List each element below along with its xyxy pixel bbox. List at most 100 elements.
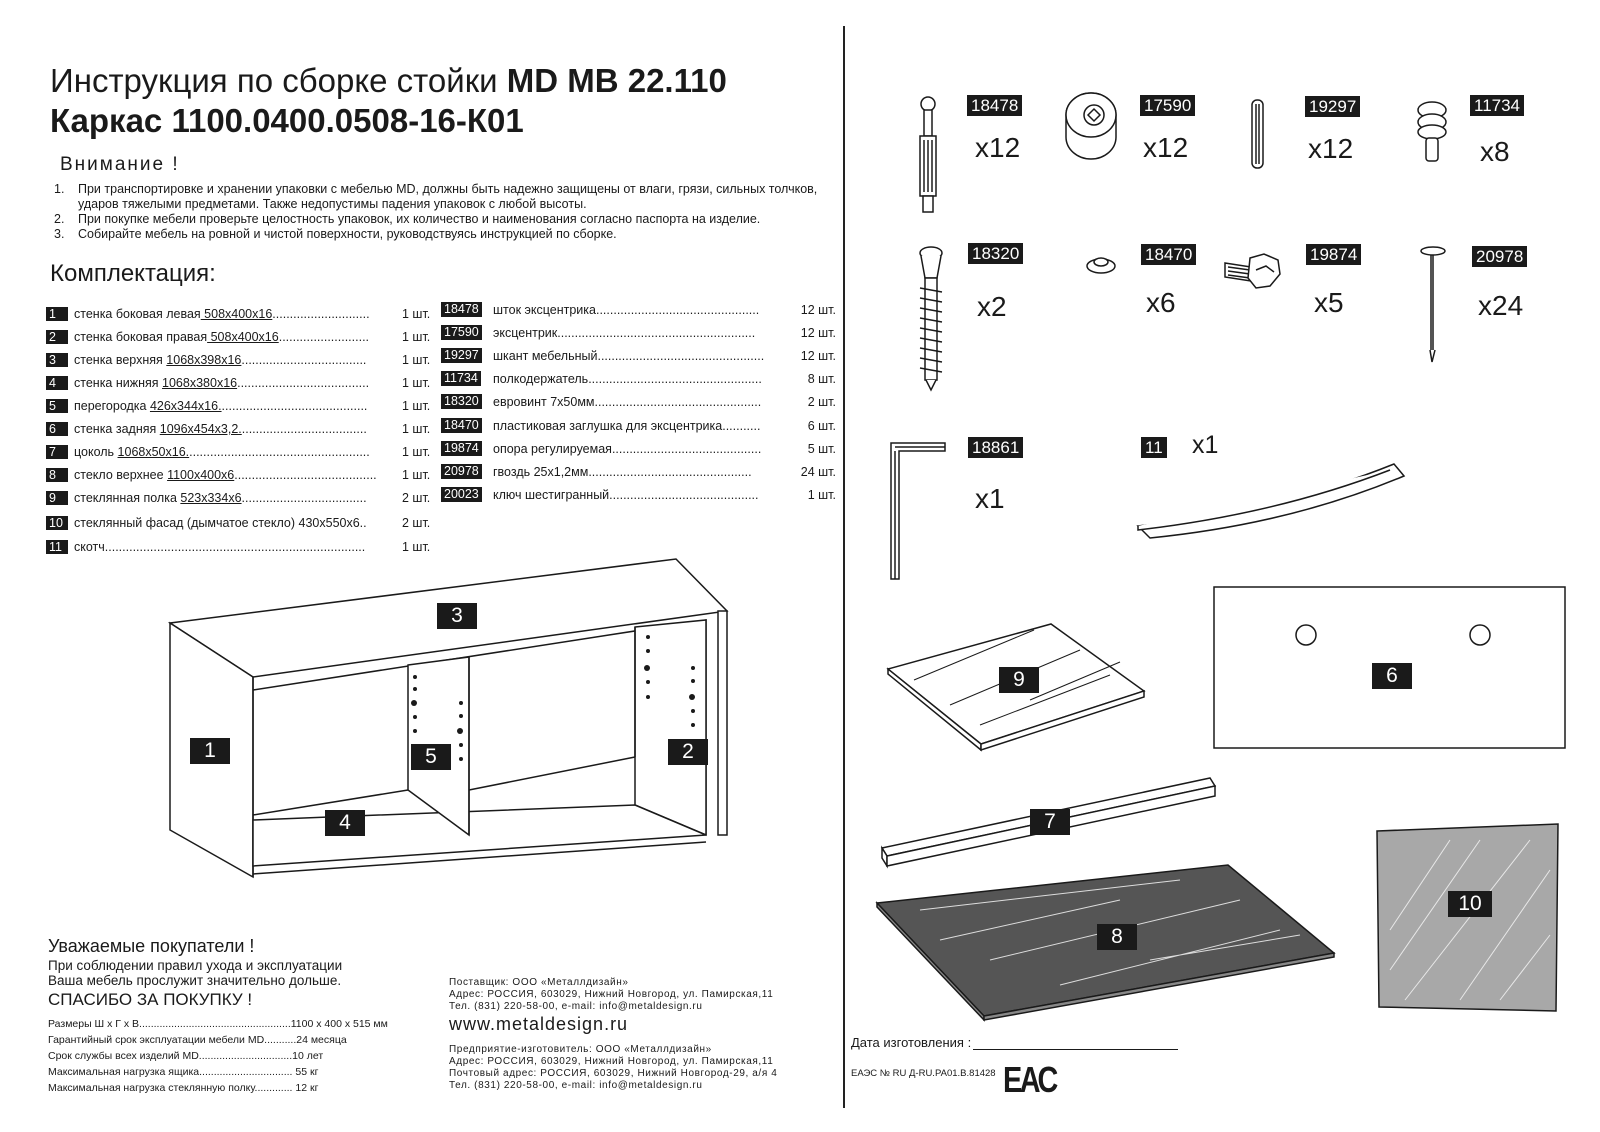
- panel-quantity: 1 шт.: [402, 399, 431, 413]
- hardware-icon-code: 18320: [968, 243, 1024, 264]
- tape-icon: [1136, 463, 1406, 539]
- certification-number: ЕАЭС № RU Д-RU.РА01.В.81428: [851, 1068, 996, 1079]
- hardware-description: эксцентрик..............................…: [493, 324, 778, 342]
- manufacturer-contact: Тел. (831) 220-58-00, e-mail: info@metal…: [449, 1080, 703, 1091]
- part-label-6: 6: [1372, 663, 1412, 689]
- title-line-1: Инструкция по сборке стойки MD MB 22.110: [50, 62, 727, 99]
- panel-name: стенка нижняя: [74, 376, 163, 390]
- manufacturer-line: Предприятие-изготовитель: ООО «Металлдиз…: [449, 1044, 712, 1055]
- attention-item-number: 1.: [54, 182, 65, 196]
- part-label-2: 2: [668, 739, 708, 765]
- panel-size: 1096х454х3,2.: [159, 422, 242, 436]
- hardware-quantity: 12 шт.: [800, 303, 836, 317]
- attention-heading: Внимание !: [60, 154, 180, 175]
- panel-size: 426х344х16.: [149, 399, 222, 413]
- hardware-name: полкодержатель: [493, 372, 589, 386]
- hardware-code-badge: 18478: [441, 302, 482, 317]
- panel-number-badge: 3: [46, 353, 68, 367]
- hardware-icon-quantity: x8: [1480, 136, 1510, 167]
- panel-number-badge: 7: [46, 445, 68, 459]
- hardware-description: шток эксцентрика........................…: [493, 301, 778, 319]
- title-line-2: Каркас 1100.0400.0508-16-К01: [50, 102, 524, 139]
- panel-quantity: 1 шт.: [402, 353, 431, 367]
- parts-drawings: [875, 92, 1566, 1022]
- hex-key-icon: [890, 442, 946, 580]
- attention-item: 2.При покупке мебели проверьте целостнос…: [54, 212, 824, 227]
- hardware-code-badge: 20023: [441, 487, 482, 502]
- hardware-name: шкант мебельный: [493, 349, 598, 363]
- hardware-description: пластиковая заглушка для эксцентрика....…: [493, 417, 778, 435]
- panel-name: скотч: [74, 540, 105, 554]
- hardware-description: ключ шестигранный.......................…: [493, 486, 778, 504]
- hardware-leader-dots: ........................................…: [588, 465, 752, 479]
- panel-name: стекло верхнее: [74, 468, 168, 482]
- hardware-icon-quantity: x6: [1146, 287, 1176, 318]
- attention-item-number: 3.: [54, 227, 65, 241]
- hardware-description: опора регулируемая......................…: [493, 440, 778, 458]
- hardware-icon-code: 18861: [968, 437, 1024, 458]
- hardware-leader-dots: ........................................…: [557, 326, 756, 340]
- hardware-quantity: 6 шт.: [807, 419, 836, 433]
- hardware-code-badge: 17590: [441, 325, 482, 340]
- panel-quantity: 1 шт.: [402, 468, 431, 482]
- panel-leader-dots: ........................................…: [189, 445, 370, 459]
- panel-row: 10 стеклянный фасад (дымчатое стекло) 43…: [46, 514, 432, 532]
- hardware-row: 20023 ключ шестигранный..................…: [441, 486, 836, 504]
- spec-shelf-load: Максимальная нагрузка стеклянную полку..…: [48, 1082, 319, 1094]
- panel-number-badge: 4: [46, 376, 68, 390]
- manufacturer-postal: Почтовый адрес: РОССИЯ, 603029, Нижний Н…: [449, 1068, 778, 1079]
- hardware-quantity: 24 шт.: [800, 465, 836, 479]
- eccentric-rod-icon: [919, 96, 937, 213]
- supplier-line: Поставщик: ООО «Металлдизайн»: [449, 977, 629, 988]
- supplier-contact: Тел. (831) 220-58-00, e-mail: info@metal…: [449, 1001, 703, 1012]
- panel-size: 508х400х16: [200, 307, 273, 321]
- hardware-code-badge: 20978: [441, 464, 482, 479]
- hardware-code-badge: 18320: [441, 394, 482, 409]
- hardware-leader-dots: ........................................…: [594, 395, 762, 409]
- hardware-code-badge: 19297: [441, 348, 482, 363]
- hardware-name: шток эксцентрика: [493, 303, 596, 317]
- panel-description: стенка задняя 1096х454х3,2..............…: [74, 420, 396, 438]
- manufacturer-address: Адрес: РОССИЯ, 603029, Нижний Новгород, …: [449, 1056, 774, 1067]
- hardware-icon-code: 18478: [967, 95, 1023, 116]
- hardware-icon-quantity: x24: [1478, 290, 1524, 321]
- hardware-icon-code: 11734: [1470, 95, 1525, 116]
- panel-size: 1068х50х16.: [117, 445, 190, 459]
- eccentric-cam-icon: [1065, 92, 1117, 160]
- hardware-quantity: 5 шт.: [807, 442, 836, 456]
- panel-name: стенка боковая правая: [74, 330, 208, 344]
- hardware-row: 18478 шток эксцентрика...................…: [441, 301, 836, 319]
- panel-number-badge: 2: [46, 330, 68, 344]
- website-link[interactable]: www.metaldesign.ru: [449, 1014, 629, 1034]
- attention-item: 3. Собирайте мебель на ровной и чистой по…: [54, 227, 824, 242]
- panel-number-badge: 1: [46, 307, 68, 321]
- hardware-icon-quantity: x12: [1308, 133, 1354, 164]
- hardware-code-badge: 18470: [441, 418, 482, 433]
- panel-number-badge: 5: [46, 399, 68, 413]
- attention-item-text: При покупке мебели проверьте целостность…: [78, 212, 761, 226]
- panel-leader-dots: ........................................…: [104, 540, 366, 554]
- panel-description: стекло верхнее 1100х400х6...............…: [74, 466, 396, 484]
- hardware-icon-quantity: x2: [977, 291, 1007, 322]
- panel-size: 1100х400х6: [167, 468, 235, 482]
- hardware-description: полкодержатель..........................…: [493, 370, 778, 388]
- eac-logo: ЕАС: [1003, 1059, 1058, 1100]
- hardware-icon-code: 17590: [1140, 95, 1196, 116]
- attention-item-text: Собирайте мебель на ровной и чистой пове…: [78, 227, 617, 241]
- hardware-name: эксцентрик: [493, 326, 558, 340]
- panel-description: скотч...................................…: [74, 538, 396, 556]
- hardware-row: 18470 пластиковая заглушка для эксцентрик…: [441, 417, 836, 435]
- panel-name: стеклянный фасад (дымчатое стекло) 430х5…: [74, 516, 367, 530]
- hardware-icon-quantity: x1: [975, 483, 1005, 514]
- hardware-icon-code: 18470: [1141, 244, 1197, 265]
- page-divider: [843, 26, 845, 1108]
